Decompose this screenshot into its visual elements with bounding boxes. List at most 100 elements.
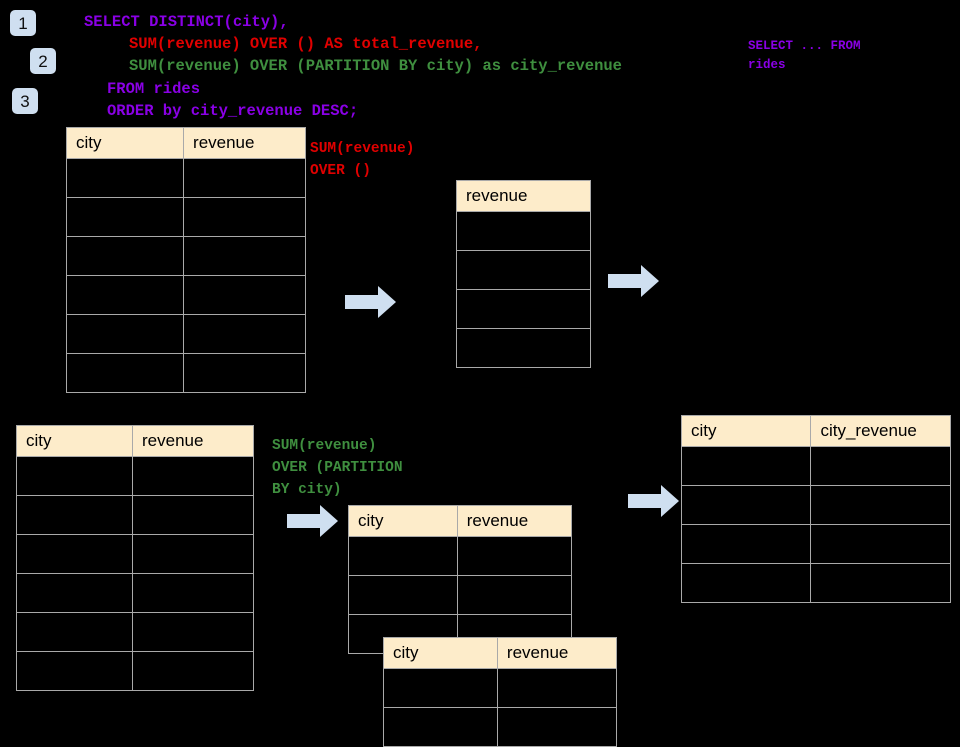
table-row [16,495,254,535]
cell-revenue [496,707,618,747]
table-row [680,446,951,486]
arrow-rides-to-partition [287,505,338,537]
table-row [348,536,573,576]
cell-city [65,314,185,354]
table-row [456,328,591,368]
cell-city [680,485,812,525]
sql-line-city-revenue: SUM(revenue) OVER (PARTITION BY city) as… [129,57,622,75]
sql-line-select-distinct: SELECT DISTINCT(city), [84,13,289,31]
cell-city [65,275,185,315]
cell-revenue [183,275,306,315]
cell-city [348,536,458,576]
cell-revenue [183,236,306,276]
table-row [456,211,591,251]
table-row [16,456,254,496]
cell-revenue [456,250,591,290]
cell-revenue [132,612,254,652]
step-badge-2: 2 [30,48,56,74]
sql-line-order-by: ORDER by city_revenue DESC; [107,102,359,120]
cell-city [680,524,812,564]
column-header-city: city [680,415,812,447]
table-row [348,575,573,615]
cell-revenue [496,668,618,708]
table-row [456,289,591,329]
column-header-revenue: revenue [132,425,254,457]
cell-city [65,353,185,393]
table-row [456,250,591,290]
rides-source-table-bottom: city revenue [16,425,254,691]
table-header-row: revenue [456,180,591,212]
table-row [383,668,618,708]
table-row [383,707,618,747]
cell-revenue [132,573,254,613]
table-row [65,158,306,198]
table-row [16,612,254,652]
table-row [65,236,306,276]
cell-city [383,707,498,747]
table-header-row: city revenue [383,637,618,669]
cell-revenue [456,575,573,615]
cell-city [348,575,458,615]
table-row [16,534,254,574]
column-header-revenue: revenue [183,127,306,159]
cell-revenue [132,456,254,496]
cell-city [65,197,185,237]
table-row [680,485,951,525]
table-header-row: city revenue [16,425,254,457]
cell-revenue [456,328,591,368]
annotation-sum-over-partition: SUM(revenue) OVER (PARTITION BY city) [272,438,403,498]
rides-source-table-top: city revenue [65,127,306,393]
slide-canvas: 1 2 3 SELECT DISTINCT(city), SUM(revenue… [10,10,951,747]
annotation-sum-over-empty: SUM(revenue) OVER () [310,141,415,179]
step-badge-3: 3 [12,88,38,114]
cell-revenue [132,495,254,535]
cell-revenue [132,534,254,574]
cell-city-revenue [810,485,951,525]
cell-city [16,573,133,613]
cell-city [65,236,185,276]
column-header-city-revenue: city_revenue [810,415,951,447]
cell-city [383,668,498,708]
cell-city [16,495,133,535]
arrow-total-revenue-to-result [608,265,659,297]
column-header-city: city [65,127,185,159]
table-row [65,275,306,315]
sql-line-total-revenue: SUM(revenue) OVER () AS total_revenue, [129,35,483,53]
column-header-revenue: revenue [496,637,618,669]
cell-revenue [456,536,573,576]
table-header-row: city city_revenue [680,415,951,447]
arrow-partition-to-result [628,485,679,517]
column-header-city: city [16,425,133,457]
cell-city [680,563,812,603]
cell-revenue [132,651,254,691]
column-header-revenue: revenue [456,180,591,212]
cell-revenue [183,353,306,393]
result-table: city city_revenue [680,415,951,603]
total-revenue-table: revenue [456,180,591,368]
cell-revenue [456,289,591,329]
sql-line-from: FROM rides [107,80,201,98]
partition-group-table-front: city revenue [383,637,618,747]
cell-city [65,158,185,198]
column-header-revenue: revenue [456,505,573,537]
table-row [16,573,254,613]
table-row [680,524,951,564]
table-header-row: city revenue [348,505,573,537]
step-badge-1: 1 [10,10,36,36]
cell-city [16,456,133,496]
table-row [680,563,951,603]
cell-city [16,651,133,691]
cell-city-revenue [810,563,951,603]
annotation-select-from-rides: SELECT ... FROM rides [748,39,861,72]
cell-revenue [183,158,306,198]
table-row [16,651,254,691]
table-row [65,197,306,237]
cell-city-revenue [810,446,951,486]
cell-city-revenue [810,524,951,564]
table-row [65,314,306,354]
table-header-row: city revenue [65,127,306,159]
cell-revenue [183,197,306,237]
cell-revenue [456,211,591,251]
partition-group-table-back: city revenue [348,505,573,654]
arrow-rides-to-total-revenue [345,286,396,318]
